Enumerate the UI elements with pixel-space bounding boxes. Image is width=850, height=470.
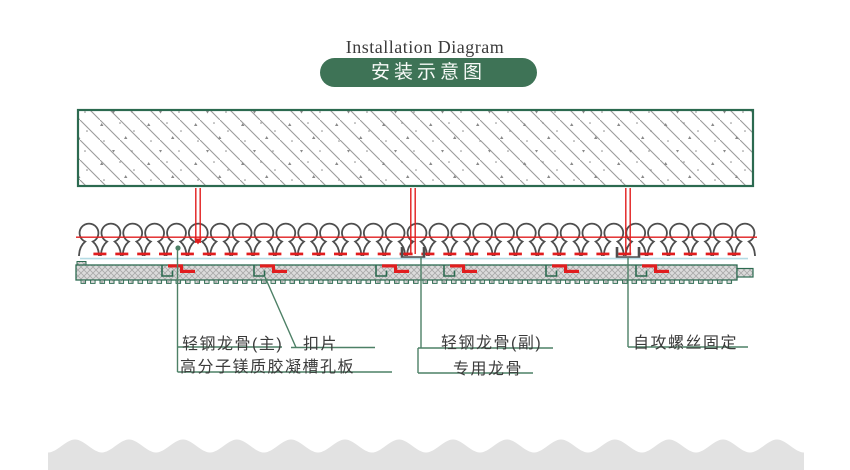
keel-red-rail: [76, 236, 757, 256]
clip-fastener: [443, 264, 477, 277]
label-sub-keel: 轻钢龙骨(副): [441, 335, 543, 352]
label-main-keel: 轻钢龙骨(主): [182, 336, 284, 353]
banner-title: 安装示意图: [370, 62, 486, 83]
keel-spring-row: [78, 222, 756, 257]
section-banner: 安装示意图: [320, 58, 537, 87]
clip-fasteners: [161, 264, 669, 277]
clip-fastener: [375, 264, 409, 277]
hanger-rods: [194, 188, 641, 259]
label-screw: 自攻螺丝固定: [633, 335, 739, 352]
clip-fastener: [253, 264, 287, 277]
label-clip: 扣片: [303, 336, 339, 353]
hanger-rod: [615, 188, 641, 259]
hanger-rod: [194, 188, 202, 245]
concrete-slab: [76, 108, 755, 188]
bottom-wave-decoration: [48, 439, 804, 470]
leader-lines: [175, 245, 748, 374]
hanger-rod: [400, 188, 426, 259]
clip-fastener: [545, 264, 579, 277]
label-panel-board: 高分子镁质胶凝槽孔板: [180, 359, 356, 376]
clip-fastener: [635, 264, 669, 277]
clip-fastener: [161, 264, 195, 277]
label-special-keel: 专用龙骨: [453, 361, 524, 378]
page-title: Installation Diagram: [345, 37, 505, 57]
